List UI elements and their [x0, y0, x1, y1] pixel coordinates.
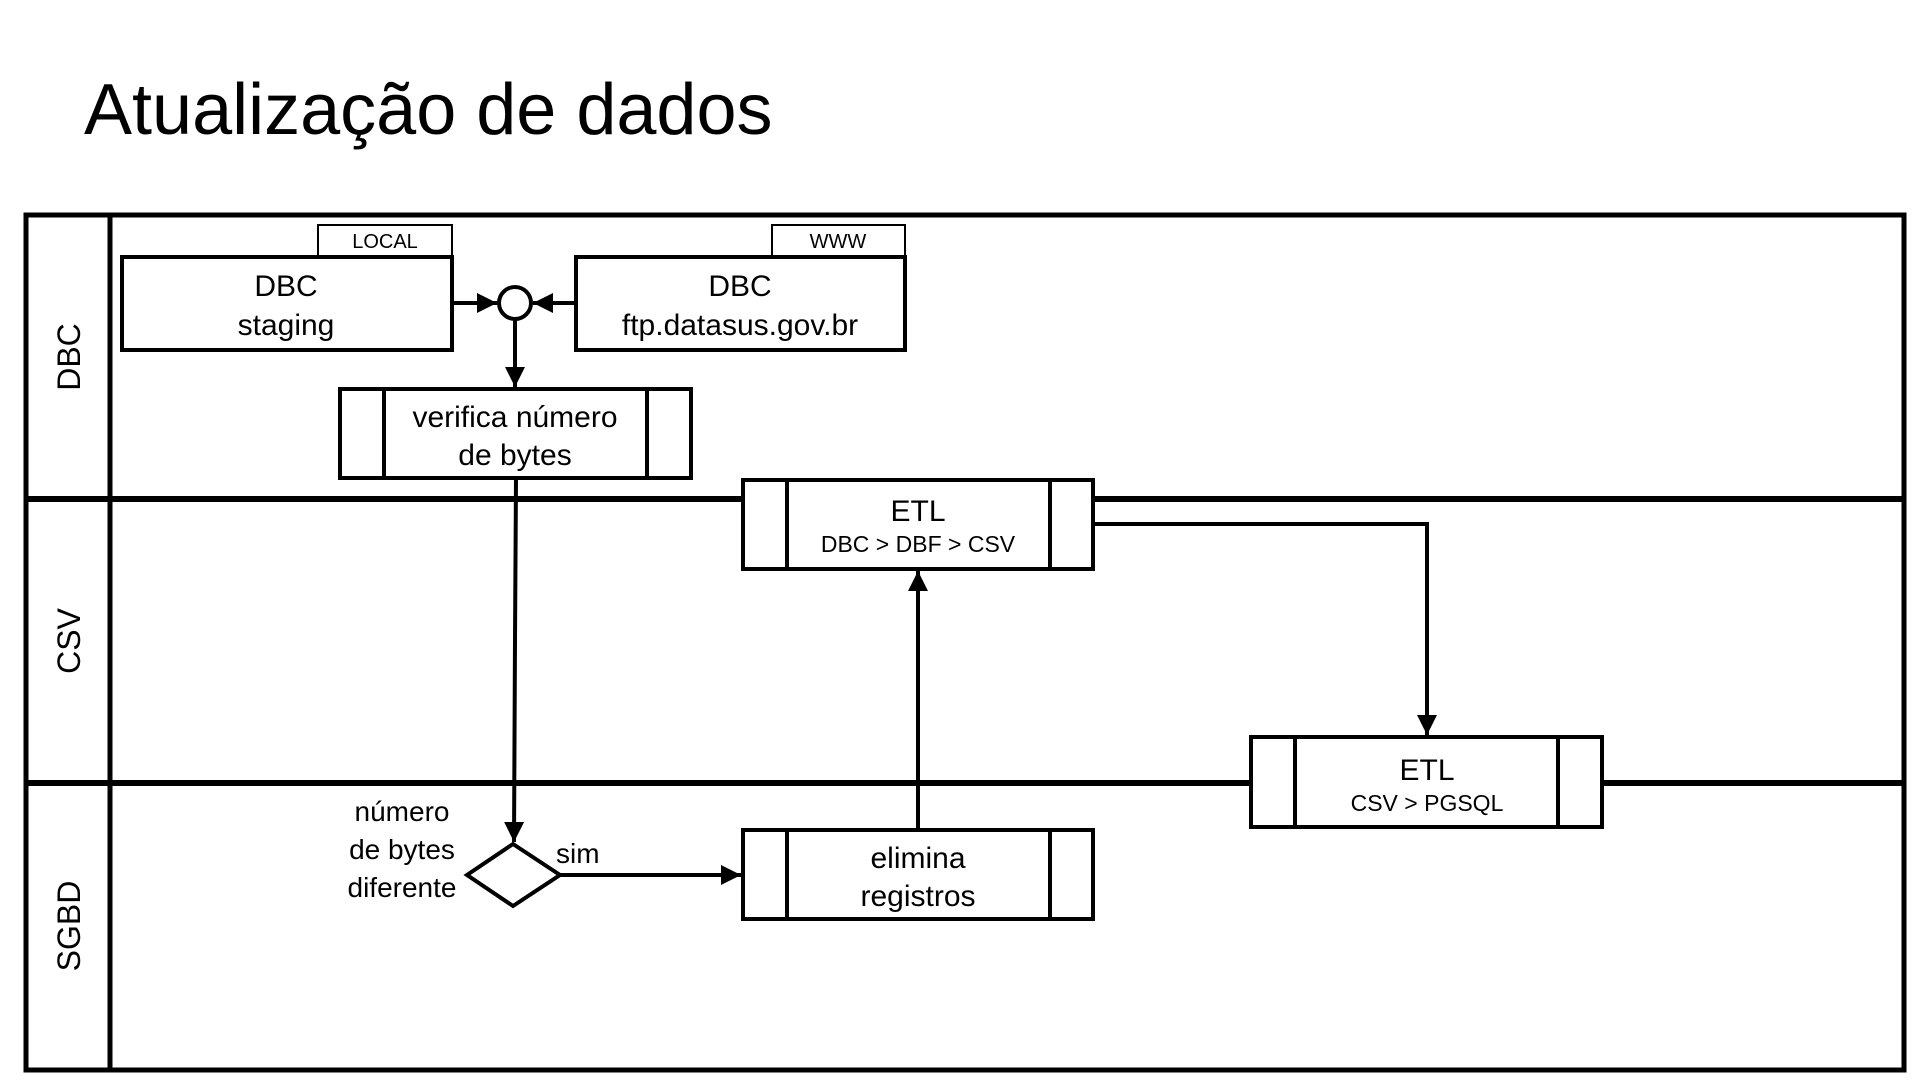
lane-sgbd: SGBD	[51, 881, 87, 972]
node-decision[interactable]: número de bytes diferente sim	[348, 796, 600, 909]
node-elimina[interactable]: elimina registros	[741, 828, 1095, 921]
subprocess-box	[1249, 735, 1604, 829]
node-dbc-staging[interactable]: LOCAL DBC staging	[120, 224, 454, 352]
subprocess-box	[741, 828, 1095, 921]
node-etl-pgsql[interactable]: ETL CSV > PGSQL	[1249, 735, 1604, 829]
decision-diamond	[463, 841, 564, 909]
node-label-line1: elimina	[870, 842, 965, 875]
pool-border	[23, 212, 1907, 1073]
arrow-etl-csv-to-etl-pgsql	[1093, 522, 1437, 735]
node-label-line2: registros	[860, 880, 975, 913]
node-label-line1: DBC	[708, 270, 771, 303]
data-store-box	[120, 255, 454, 352]
lane-label-sgbd: SGBD	[51, 881, 87, 972]
node-label-line2: ftp.datasus.gov.br	[622, 309, 858, 342]
connectors	[452, 293, 1437, 885]
node-title: ETL	[1399, 754, 1454, 787]
decision-label-line2: de bytes	[349, 834, 455, 865]
node-subtitle: CSV > PGSQL	[1351, 790, 1504, 816]
node-title: ETL	[890, 495, 945, 528]
tag-www	[771, 224, 906, 258]
subprocess-box	[338, 387, 693, 480]
data-store-box	[574, 255, 907, 352]
slide-title: Atualização de dados	[84, 70, 773, 150]
lane-csv: CSV	[51, 607, 87, 673]
node-etl-csv[interactable]: ETL DBC > DBF > CSV	[741, 478, 1095, 571]
node-subtitle: DBC > DBF > CSV	[821, 531, 1016, 557]
yes-branch-label: sim	[556, 838, 600, 869]
tag-local-label: LOCAL	[352, 231, 418, 253]
decision-label-line3: diferente	[348, 872, 457, 903]
node-label-line1: verifica número	[412, 401, 617, 434]
node-label-line2: staging	[238, 309, 335, 342]
lane-label-dbc: DBC	[51, 323, 87, 391]
tag-www-label: WWW	[810, 231, 867, 253]
arrow-verifica-to-decision	[504, 477, 525, 843]
merge-gateway-circle[interactable]	[497, 285, 533, 321]
node-dbc-ftp[interactable]: WWW DBC ftp.datasus.gov.br	[574, 224, 907, 352]
subprocess-box	[741, 478, 1095, 571]
node-verifica[interactable]: verifica número de bytes	[338, 387, 693, 480]
node-label-line1: DBC	[254, 270, 317, 303]
node-label-line2: de bytes	[458, 439, 571, 472]
decision-label-line1: número	[355, 796, 450, 827]
lane-label-csv: CSV	[51, 607, 87, 673]
tag-local	[317, 224, 453, 258]
lane-dbc: DBC	[51, 323, 87, 391]
